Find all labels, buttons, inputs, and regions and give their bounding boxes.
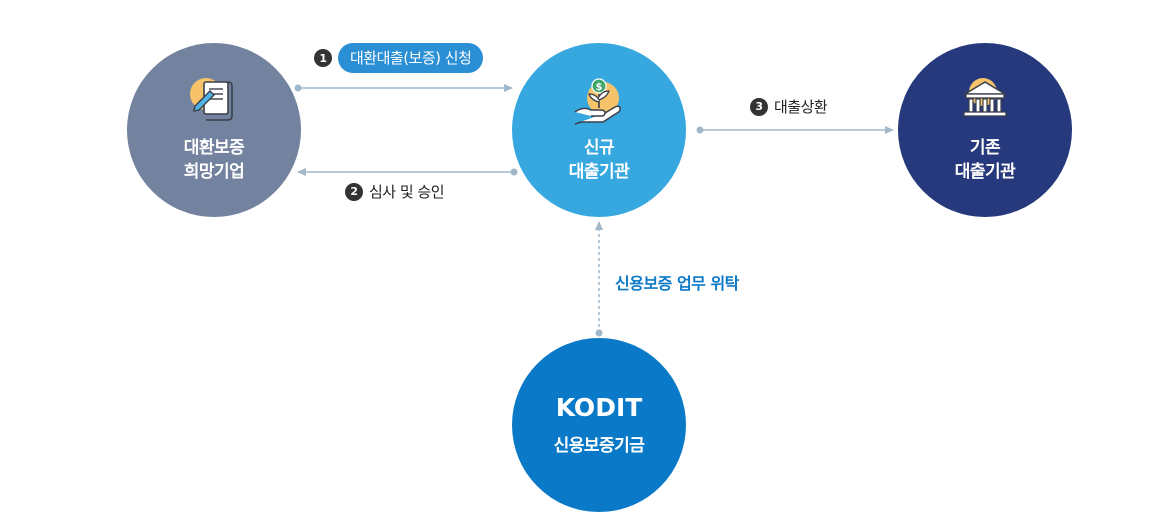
- arrow-delegation: [595, 221, 603, 337]
- step-2-label: 2 심사 및 승인: [345, 181, 445, 202]
- step-3-number: 3: [750, 97, 768, 116]
- step-3-text: 대출상환: [774, 98, 828, 116]
- step-2-number: 2: [345, 182, 363, 201]
- node-existing-lender: 기존 대출기관: [898, 43, 1072, 217]
- step-1-pill: 대환대출(보증) 신청: [338, 43, 484, 73]
- delegation-label: 신용보증 업무 위탁: [615, 274, 739, 293]
- existing-lender-line2: 대출기관: [954, 162, 1016, 182]
- step-3-label: 3 대출상환: [750, 96, 828, 117]
- new-lender-line2: 대출기관: [568, 162, 630, 182]
- kodit-name: 신용보증기금: [553, 435, 645, 456]
- bank-building-icon: [955, 76, 1015, 128]
- applicant-line1: 대환보증: [183, 138, 245, 158]
- existing-lender-line1: 기존: [969, 138, 1001, 158]
- step-1-number: 1: [314, 49, 332, 67]
- node-kodit: KODIT 신용보증기금: [512, 338, 686, 512]
- arrow-repay: [696, 126, 894, 134]
- node-new-lender: $ 신규 대출기관: [512, 43, 686, 217]
- applicant-line2: 희망기업: [183, 162, 245, 182]
- arrow-apply: [294, 84, 513, 92]
- document-pen-icon: [184, 76, 244, 128]
- arrow-approve: [297, 168, 518, 176]
- step-1-label: 1 대환대출(보증) 신청: [314, 43, 484, 73]
- step-2-text: 심사 및 승인: [369, 183, 445, 201]
- hand-plant-coin-icon: $: [569, 76, 629, 128]
- new-lender-line1: 신규: [583, 138, 615, 158]
- node-applicant: 대환보증 희망기업: [127, 43, 301, 217]
- svg-text:$: $: [596, 82, 603, 93]
- kodit-logo: KODIT: [555, 392, 643, 422]
